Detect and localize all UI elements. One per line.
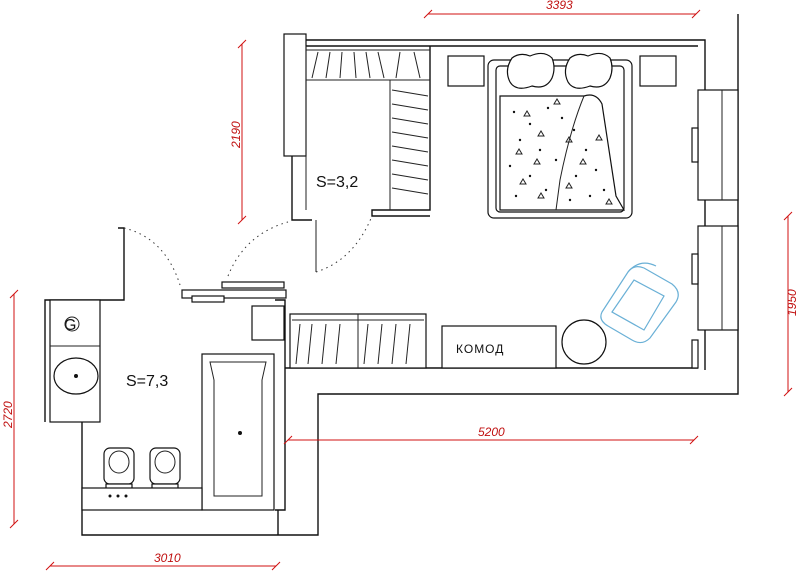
windows bbox=[691, 89, 739, 369]
closet-area-label: S=3,2 bbox=[316, 174, 358, 191]
nightstand-right bbox=[639, 55, 677, 87]
dimension-right: 1950 bbox=[783, 211, 799, 397]
dresser-label: КОМОД bbox=[456, 342, 504, 356]
pillow-right bbox=[564, 52, 613, 89]
wardrobe-lower bbox=[289, 313, 427, 369]
round-table bbox=[561, 319, 607, 365]
armchair bbox=[600, 262, 679, 344]
dimension-bottom: 3010 bbox=[45, 551, 281, 571]
dresser: КОМОД bbox=[441, 325, 557, 369]
dim-top-width: 3393 bbox=[546, 0, 573, 12]
pillow-left bbox=[506, 52, 555, 89]
bedroom: КОМОД bbox=[289, 52, 679, 369]
hangers-top bbox=[311, 51, 421, 79]
dimension-top: 3393 bbox=[423, 0, 701, 19]
door-swings bbox=[123, 215, 373, 286]
dim-bottom-width: 3010 bbox=[154, 551, 181, 565]
double-bed bbox=[487, 52, 633, 219]
dim-left-lower-height: 2720 bbox=[1, 401, 15, 429]
bath-cabinet bbox=[251, 305, 285, 341]
blanket-pattern bbox=[508, 106, 606, 202]
dim-middle-width: 5200 bbox=[478, 425, 505, 439]
dimension-left-upper: 2190 bbox=[229, 39, 247, 225]
blanket-triangles bbox=[515, 98, 613, 205]
bathroom-area-label: S=7,3 bbox=[126, 373, 168, 390]
washer-symbol: G bbox=[64, 317, 76, 334]
dimension-middle: 5200 bbox=[283, 425, 699, 445]
dim-right-height: 1950 bbox=[785, 289, 799, 316]
wardrobe-closet: S=3,2 bbox=[305, 46, 430, 210]
toilet bbox=[103, 447, 135, 493]
dim-left-upper-height: 2190 bbox=[229, 121, 243, 149]
bathroom: G S=7,3 bbox=[49, 299, 285, 511]
walls bbox=[44, 14, 739, 536]
nightstand-left bbox=[447, 55, 485, 87]
dimension-left-lower: 2720 bbox=[1, 289, 19, 529]
bath-counter bbox=[81, 487, 203, 511]
bathtub bbox=[201, 353, 275, 511]
hangers-side bbox=[391, 89, 429, 195]
bidet bbox=[149, 447, 181, 493]
